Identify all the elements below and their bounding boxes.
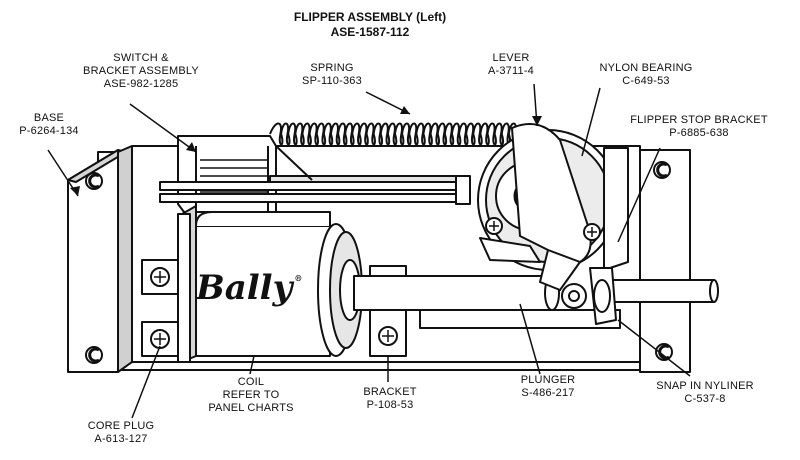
label-bracket-part: P-108-53 bbox=[366, 399, 414, 411]
label-nylon-bearing: NYLON BEARING C-649-53 bbox=[586, 62, 706, 88]
label-base: BASE P-6264-134 bbox=[14, 112, 84, 138]
label-plunger-part: S-486-217 bbox=[521, 387, 575, 399]
label-coreplug-name: CORE PLUG bbox=[87, 420, 155, 432]
flipper-stop-bracket bbox=[589, 147, 629, 325]
registered-mark: ® bbox=[294, 273, 303, 283]
label-nylon-name: NYLON BEARING bbox=[599, 62, 693, 74]
mounting-hole-top-left bbox=[85, 172, 103, 190]
label-spring-name: SPRING bbox=[310, 62, 354, 74]
label-switch-part: ASE-982-1285 bbox=[103, 78, 179, 90]
label-lever-name: LEVER bbox=[492, 52, 530, 64]
label-plunger: PLUNGER S-486-217 bbox=[508, 374, 588, 400]
label-base-name: BASE bbox=[33, 112, 65, 124]
label-switch-name-1: SWITCH & bbox=[113, 52, 169, 64]
mounting-hole-bottom-left bbox=[85, 346, 103, 364]
label-bracket: BRACKET P-108-53 bbox=[350, 386, 430, 412]
label-coil: COIL REFER TO PANEL CHARTS bbox=[196, 376, 306, 415]
label-coreplug-part: A-613-127 bbox=[94, 433, 148, 445]
label-stop-name: FLIPPER STOP BRACKET bbox=[630, 114, 768, 126]
label-snap-part: C-537-8 bbox=[684, 393, 726, 405]
label-base-part: P-6264-134 bbox=[19, 125, 79, 137]
coil bbox=[177, 205, 363, 363]
label-spring: SPRING SP-110-363 bbox=[292, 62, 372, 88]
label-stop-part: P-6885-638 bbox=[669, 127, 729, 139]
label-bracket-name: BRACKET bbox=[363, 386, 417, 398]
label-flipper-stop-bracket: FLIPPER STOP BRACKET P-6885-638 bbox=[614, 114, 784, 140]
flipper-shaft bbox=[611, 279, 719, 303]
label-plunger-name: PLUNGER bbox=[520, 374, 576, 386]
title-line-1: FLIPPER ASSEMBLY (Left) bbox=[293, 10, 447, 24]
label-lever-part: A-3711-4 bbox=[487, 65, 535, 77]
plunger bbox=[353, 275, 621, 329]
spring bbox=[269, 122, 531, 146]
diagram-title: FLIPPER ASSEMBLY (Left) ASE-1587-112 bbox=[250, 10, 490, 40]
lever-bearing bbox=[477, 123, 619, 309]
switch-bracket-assembly bbox=[159, 135, 471, 213]
label-coil-name-2: REFER TO bbox=[222, 389, 280, 401]
title-line-2: ASE-1587-112 bbox=[330, 25, 410, 39]
label-core-plug: CORE PLUG A-613-127 bbox=[76, 420, 166, 446]
label-switch-bracket-assembly: SWITCH & BRACKET ASSEMBLY ASE-982-1285 bbox=[62, 52, 220, 91]
label-spring-part: SP-110-363 bbox=[302, 75, 362, 87]
bally-logo-text: Bally bbox=[196, 268, 293, 308]
label-nylon-part: C-649-53 bbox=[622, 75, 670, 87]
label-snap-name: SNAP IN NYLINER bbox=[656, 380, 754, 392]
label-coil-name-1: COIL bbox=[237, 376, 265, 388]
label-lever: LEVER A-3711-4 bbox=[476, 52, 546, 78]
mounting-hole-top-right bbox=[653, 161, 671, 179]
leader-arrowheads bbox=[70, 106, 542, 196]
core-plug bbox=[141, 259, 179, 357]
label-snap-in-nyliner: SNAP IN NYLINER C-537-8 bbox=[640, 380, 770, 406]
bally-logo: Bally® bbox=[196, 268, 302, 308]
label-coil-name-3: PANEL CHARTS bbox=[208, 402, 294, 414]
label-switch-name-2: BRACKET ASSEMBLY bbox=[83, 65, 199, 77]
